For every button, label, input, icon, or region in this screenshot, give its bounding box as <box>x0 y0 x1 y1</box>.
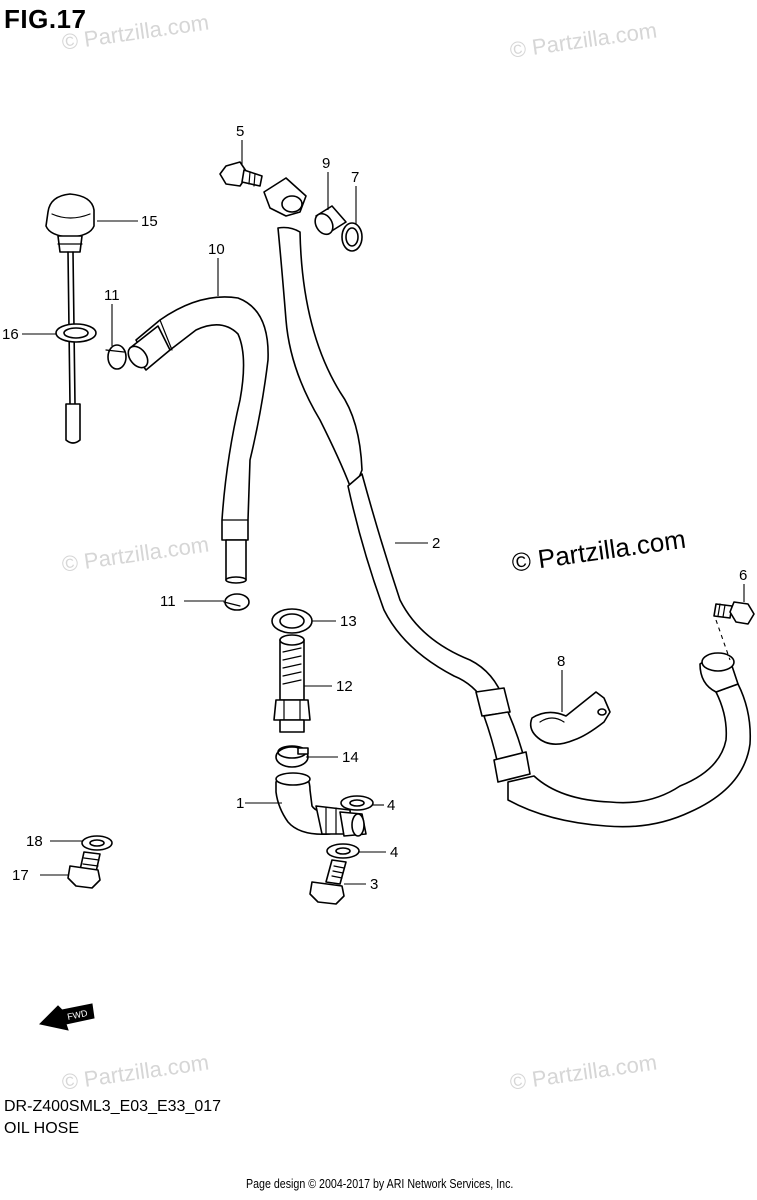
washer-4-upper[interactable] <box>340 795 374 811</box>
callout-5: 5 <box>236 123 244 140</box>
callout-13: 13 <box>340 613 357 630</box>
callout-12: 12 <box>336 678 353 695</box>
callout-4-lower: 4 <box>390 844 398 861</box>
hose-clamp-14[interactable] <box>275 745 309 768</box>
callout-7: 7 <box>351 169 359 186</box>
hose-clip-lower[interactable] <box>223 593 250 611</box>
footer-copyright: Page design © 2004-2017 by ARI Network S… <box>246 1176 514 1191</box>
oil-hose-long[interactable] <box>263 177 752 828</box>
callout-18: 18 <box>26 833 43 850</box>
union-bolt-3[interactable] <box>309 859 347 905</box>
model-code: DR-Z400SML3_E03_E33_017 <box>4 1098 222 1115</box>
dipstick[interactable] <box>45 193 97 444</box>
collar-9[interactable] <box>312 205 347 238</box>
o-ring-7[interactable] <box>341 222 363 252</box>
hose-clip-upper[interactable] <box>105 344 127 370</box>
callout-16: 16 <box>2 326 19 343</box>
callout-11-lower: 11 <box>160 593 176 610</box>
callout-10: 10 <box>208 241 225 258</box>
section-title: OIL HOSE <box>4 1120 79 1137</box>
callout-2: 2 <box>432 535 440 552</box>
callout-15: 15 <box>141 213 158 230</box>
figure-title: FIG.17 <box>4 4 87 34</box>
oil-hose-upper[interactable] <box>124 296 269 584</box>
callout-11-upper: 11 <box>104 287 120 304</box>
callout-6: 6 <box>739 567 747 584</box>
callout-17: 17 <box>12 867 29 884</box>
callout-8: 8 <box>557 653 565 670</box>
leader-lines <box>22 140 745 885</box>
washer-4-lower[interactable] <box>326 843 360 859</box>
callout-14: 14 <box>342 749 359 766</box>
callout-numbers: 5 9 7 15 10 11 16 2 6 11 13 8 12 14 1 4 … <box>2 123 747 893</box>
callout-9: 9 <box>322 155 330 172</box>
bolt-5[interactable] <box>219 161 263 187</box>
oil-hose-elbow[interactable] <box>275 772 367 837</box>
forward-direction-arrow: FWD <box>38 1003 95 1031</box>
fwd-label: FWD <box>66 1008 89 1022</box>
callout-4-upper: 4 <box>387 797 395 814</box>
callout-3: 3 <box>370 876 378 893</box>
union-12[interactable] <box>273 634 311 733</box>
clamp-bracket-8[interactable] <box>529 691 611 745</box>
gasket-18[interactable] <box>81 835 113 851</box>
gasket-13[interactable] <box>271 608 313 634</box>
drain-bolt-17[interactable] <box>67 851 101 889</box>
bolt-6[interactable] <box>713 601 755 661</box>
callout-1: 1 <box>236 795 244 812</box>
